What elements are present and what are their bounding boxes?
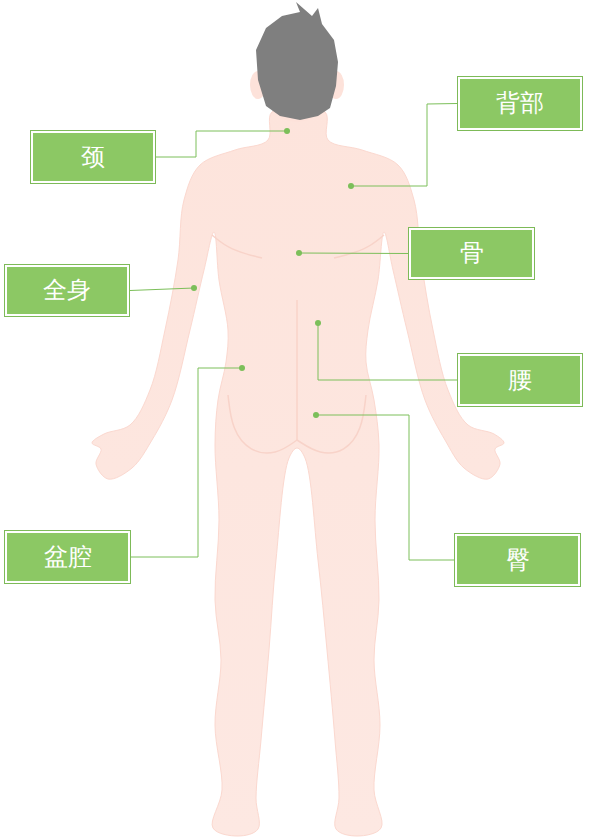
part-label: 背部 xyxy=(488,89,552,118)
leader-dot xyxy=(284,128,290,134)
leader-line xyxy=(156,131,287,157)
label-box: 颈 xyxy=(30,130,156,184)
part-label: 腰 xyxy=(500,366,540,395)
part-label: 颈 xyxy=(73,143,113,172)
leader-dot xyxy=(191,285,197,291)
leader-dot xyxy=(313,412,319,418)
body-outline xyxy=(92,106,504,836)
part-label: 骨 xyxy=(452,239,492,268)
hair xyxy=(256,2,338,120)
leader-line xyxy=(351,104,457,187)
body-contour xyxy=(297,395,366,453)
label-box: 臀 xyxy=(454,533,581,587)
label-box: 盆腔 xyxy=(4,530,131,584)
leader-line xyxy=(316,415,454,560)
body-contour xyxy=(212,235,262,258)
leader-line xyxy=(318,323,457,380)
leader-dot xyxy=(315,320,321,326)
label-box: 全身 xyxy=(4,264,130,317)
leader-dot xyxy=(296,250,302,256)
body-contour xyxy=(296,300,298,440)
part-label: 臀 xyxy=(498,546,538,575)
part-label: 全身 xyxy=(35,276,99,305)
label-box: 骨 xyxy=(408,227,535,280)
body-contour xyxy=(228,395,297,453)
body-silhouette xyxy=(92,2,504,836)
leader-line xyxy=(299,253,408,255)
label-box: 背部 xyxy=(457,76,583,131)
leader-dot xyxy=(348,183,354,189)
leader-line xyxy=(131,368,242,557)
label-box: 腰 xyxy=(457,353,583,407)
leader-line xyxy=(130,288,194,291)
body-contour xyxy=(334,235,384,258)
leader-dot xyxy=(239,365,245,371)
part-label: 盆腔 xyxy=(36,543,100,572)
